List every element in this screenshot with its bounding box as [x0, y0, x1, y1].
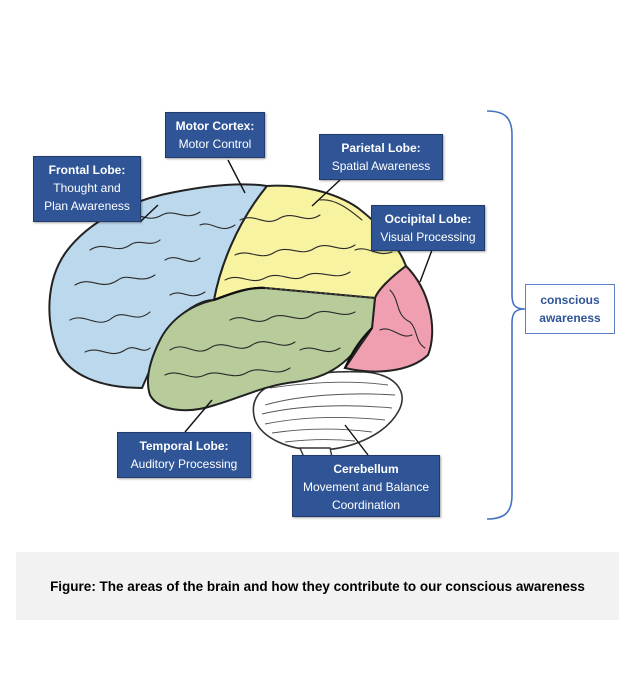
- cerebellum-desc: Movement and Balance Coordination: [302, 480, 430, 512]
- cerebellum-region: [252, 370, 403, 451]
- brain-diagram: [48, 110, 526, 520]
- cerebellum-title: Cerebellum: [333, 462, 399, 476]
- motor-cortex-desc: Motor Control: [178, 137, 252, 151]
- frontal-lobe-label: Frontal Lobe: Thought and Plan Awareness: [33, 156, 141, 222]
- conscious-awareness-box: conscious awareness: [525, 284, 615, 334]
- occipital-lobe-region: [343, 264, 434, 373]
- parietal-lobe-desc: Spatial Awareness: [331, 159, 431, 173]
- temporal-lobe-desc: Auditory Processing: [130, 457, 238, 471]
- figure-caption-box: Figure: The areas of the brain and how t…: [16, 552, 619, 620]
- frontal-lobe-title: Frontal Lobe:: [48, 163, 126, 177]
- motor-cortex-label: Motor Cortex: Motor Control: [165, 112, 265, 158]
- temporal-lobe-region: [147, 286, 377, 412]
- conscious-awareness-text: conscious awareness: [539, 293, 601, 325]
- awareness-bracket: [486, 110, 526, 520]
- leader-lines: [139, 159, 433, 456]
- temporal-lobe-label: Temporal Lobe: Auditory Processing: [117, 432, 251, 478]
- parietal-lobe-label: Parietal Lobe: Spatial Awareness: [319, 134, 443, 180]
- motor-cortex-title: Motor Cortex:: [175, 119, 255, 133]
- cerebellum-label: Cerebellum Movement and Balance Coordina…: [292, 455, 440, 517]
- occipital-lobe-title: Occipital Lobe:: [384, 212, 472, 226]
- figure-caption: Figure: The areas of the brain and how t…: [50, 578, 585, 594]
- parietal-lobe-title: Parietal Lobe:: [341, 141, 421, 155]
- frontal-lobe-desc: Thought and Plan Awareness: [44, 181, 130, 213]
- occipital-lobe-label: Occipital Lobe: Visual Processing: [371, 205, 485, 251]
- occipital-lobe-desc: Visual Processing: [380, 230, 476, 244]
- brain-gyri: [69, 199, 426, 378]
- temporal-lobe-title: Temporal Lobe:: [139, 439, 229, 453]
